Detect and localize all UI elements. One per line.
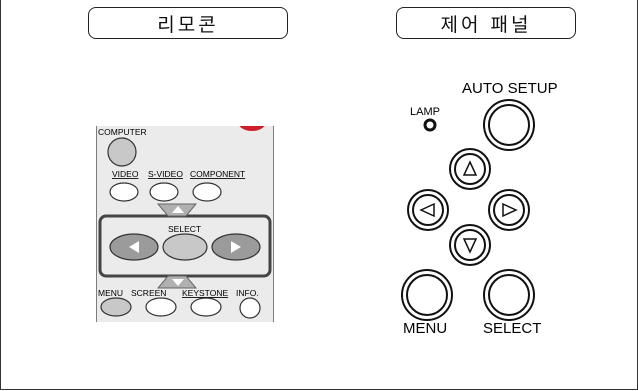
remote-body bbox=[96, 126, 274, 322]
screen-label: SCREEN bbox=[131, 288, 166, 298]
component-button[interactable] bbox=[192, 182, 222, 202]
computer-label: COMPUTER bbox=[98, 127, 147, 137]
menu-button[interactable] bbox=[100, 297, 132, 317]
select-panel-label: SELECT bbox=[483, 320, 541, 337]
remote-header: 리모콘 bbox=[88, 7, 288, 39]
s-video-button[interactable] bbox=[149, 182, 179, 202]
select-label: SELECT bbox=[168, 224, 201, 234]
right-arrow-icon bbox=[231, 241, 241, 253]
select-key[interactable] bbox=[162, 233, 208, 261]
video-button[interactable] bbox=[109, 182, 139, 202]
control-panel-header: 제어 패널 bbox=[396, 7, 576, 39]
right-triangle-icon bbox=[502, 202, 518, 218]
auto-setup-label: AUTO SETUP bbox=[462, 80, 558, 97]
left-triangle-icon bbox=[419, 202, 435, 218]
keystone-label: KEYSTONE bbox=[182, 288, 228, 298]
s-video-label: S-VIDEO bbox=[148, 169, 183, 179]
info-label: INFO. bbox=[236, 288, 259, 298]
lamp-label: LAMP bbox=[410, 106, 440, 118]
screen-button[interactable] bbox=[145, 297, 177, 317]
red-button bbox=[239, 126, 265, 131]
down-triangle-icon bbox=[462, 238, 478, 254]
component-label: COMPONENT bbox=[190, 169, 245, 179]
keystone-button[interactable] bbox=[190, 297, 222, 317]
video-label: VIDEO bbox=[112, 169, 139, 179]
info-button[interactable] bbox=[239, 297, 261, 319]
menu-label: MENU bbox=[98, 288, 123, 298]
computer-button[interactable] bbox=[107, 137, 137, 167]
up-triangle-icon bbox=[462, 160, 478, 176]
lamp-indicator bbox=[423, 118, 437, 132]
menu-panel-label: MENU bbox=[403, 320, 447, 337]
left-arrow-icon bbox=[129, 241, 139, 253]
